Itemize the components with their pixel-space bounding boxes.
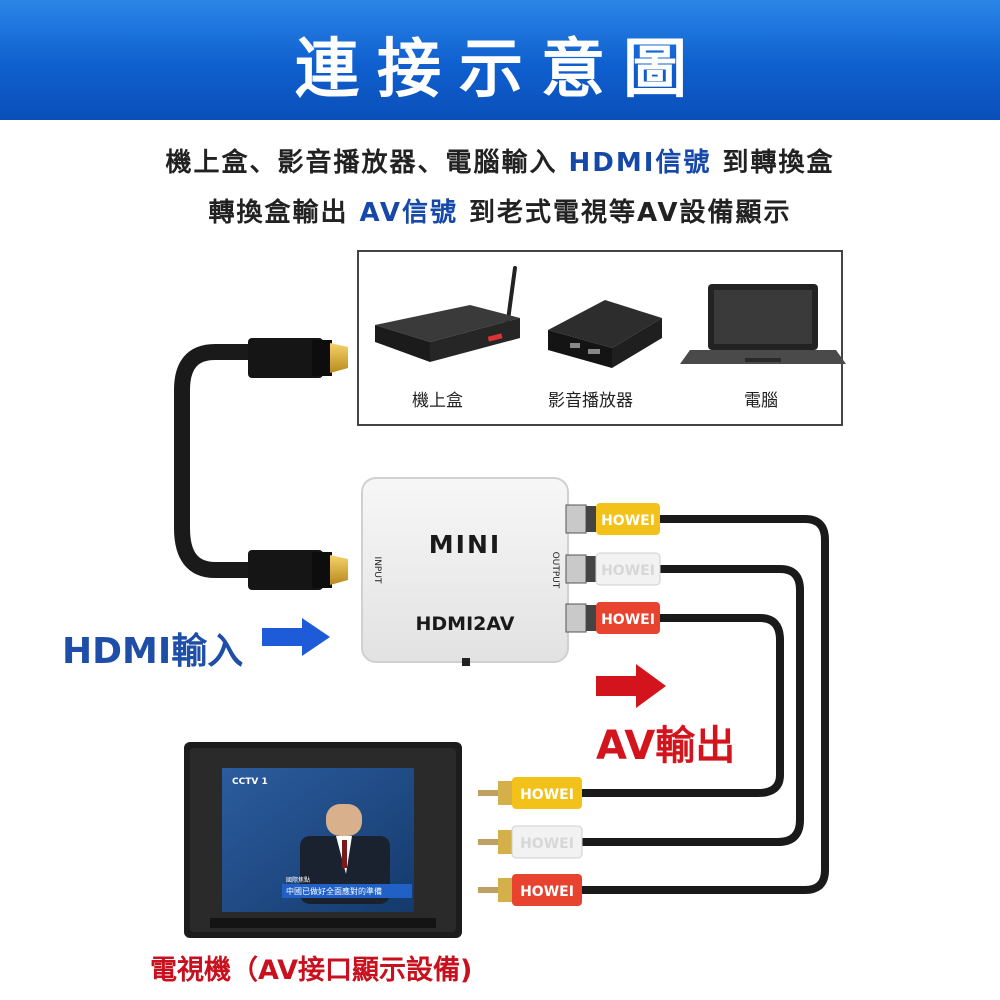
tv-ticker: 中國已做好全面應對的準備: [286, 886, 382, 896]
rca-plug-red-top: HOWEI: [565, 602, 660, 634]
hdmi-signal-highlight: HDMI信號: [568, 148, 712, 178]
rca-plug-yellow-bottom: HOWEI: [478, 777, 582, 809]
rca-plug-yellow-top: HOWEI: [565, 503, 660, 535]
description-line-2: 轉換盒輸出 AV信號 到老式電視等AV設備顯示: [0, 192, 1000, 229]
rca-brand-yellow-top: HOWEI: [601, 513, 655, 529]
converter-brand: MINI: [429, 530, 501, 559]
hdmi-input-arrow-icon: [262, 618, 330, 656]
tv-screen-content: [282, 804, 412, 904]
rca-plug-white-bottom: HOWEI: [478, 825, 583, 859]
tv-channel-logo: CCTV 1: [232, 777, 268, 787]
page-title: 連接示意圖: [295, 33, 705, 107]
output-port-label: OUTPUT: [550, 552, 560, 589]
hdmi-input-label: HDMI輸入: [62, 631, 244, 672]
converter-box: MINI HDMI2AV INPUT OUTPUT: [361, 477, 569, 666]
rca-plug-white-top: HOWEI: [565, 552, 661, 586]
description-line-1-end: 到轉換盒: [711, 148, 835, 178]
laptop-icon: [680, 284, 846, 364]
rca-cables: [582, 515, 829, 894]
rca-brand-red-top: HOWEI: [601, 612, 655, 628]
description-line-2-text: 轉換盒輸出: [208, 198, 360, 228]
rca-plug-red-bottom: HOWEI: [478, 874, 582, 906]
media-player-icon: [548, 300, 662, 368]
tv-icon: CCTV 1 國際焦點 中國已做好全面應對的準備: [184, 742, 462, 938]
device-label-computer: 電腦: [744, 391, 778, 411]
rca-brand-white-bottom: HOWEI: [520, 836, 574, 852]
tv-news-tag: 國際焦點: [286, 876, 310, 884]
device-label-set-top-box: 機上盒: [412, 391, 463, 411]
rca-brand-white-top: HOWEI: [601, 563, 655, 579]
av-signal-highlight: AV信號: [359, 198, 458, 228]
input-port-label: INPUT: [372, 557, 382, 584]
hdmi-plug-top: [248, 338, 348, 378]
device-label-media-player: 影音播放器: [548, 391, 633, 411]
hdmi-plug-bottom: [248, 550, 348, 590]
tv-label: 電視機（AV接口顯示設備): [150, 955, 473, 986]
converter-model: HDMI2AV: [416, 613, 515, 635]
av-output-label: AV輸出: [596, 723, 736, 769]
hdmi-cable: [174, 344, 260, 578]
description-line-2-end: 到老式電視等AV設備顯示: [458, 198, 792, 228]
rca-brand-yellow-bottom: HOWEI: [520, 787, 574, 803]
title-banner: 連接示意圖: [0, 0, 1000, 120]
description-line-1: 機上盒、影音播放器、電腦輸入 HDMI信號 到轉換盒: [0, 142, 1000, 179]
av-output-arrow-icon: [596, 664, 666, 708]
description-line-1-text: 機上盒、影音播放器、電腦輸入: [165, 148, 569, 178]
set-top-box-icon: [375, 266, 520, 362]
rca-brand-red-bottom: HOWEI: [520, 884, 574, 900]
